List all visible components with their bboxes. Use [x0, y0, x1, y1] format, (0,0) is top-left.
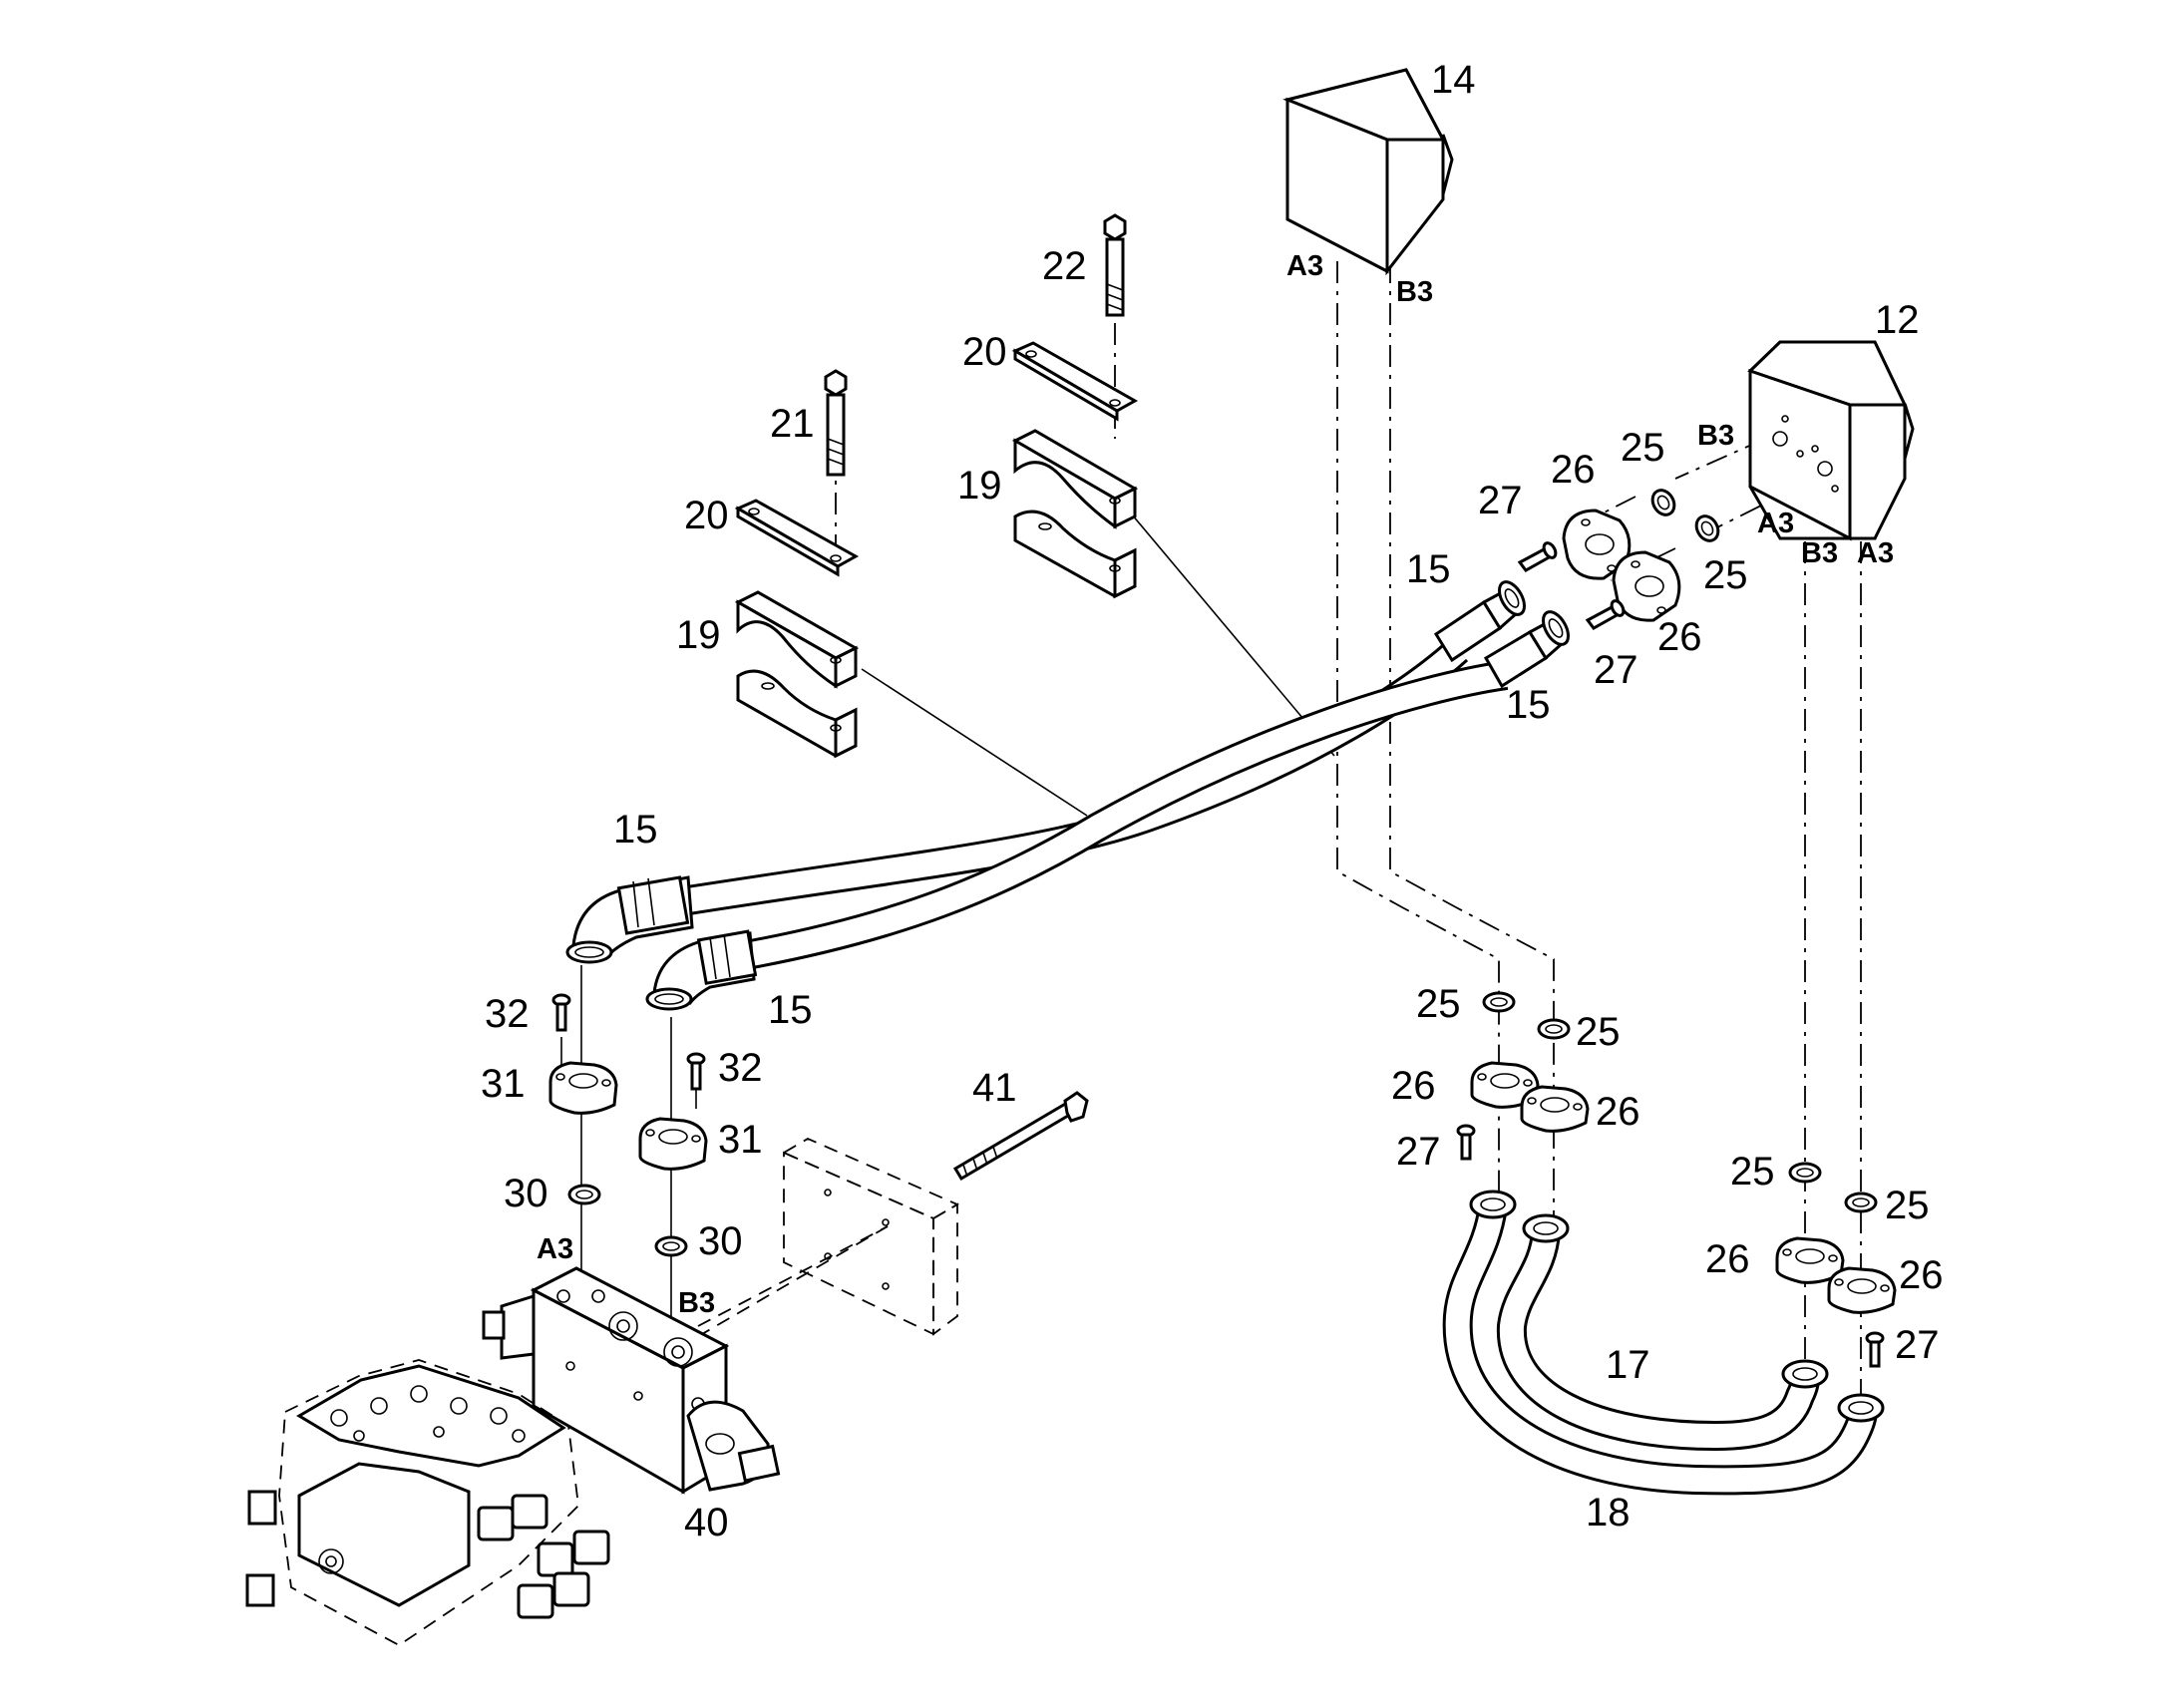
- label-40: 40: [684, 1501, 729, 1544]
- port-box14-b3: B3: [1396, 276, 1433, 308]
- label-17: 17: [1606, 1343, 1650, 1387]
- hose-17: [1496, 1213, 1829, 1452]
- hose-15-upper: [685, 638, 1469, 915]
- bolt-22: [1103, 213, 1127, 317]
- screw-27-c: [1456, 1124, 1476, 1161]
- label-30-a: 30: [504, 1172, 548, 1215]
- port-valve-a3: A3: [537, 1233, 573, 1265]
- label-15-lower-left: 15: [768, 988, 813, 1032]
- label-14: 14: [1431, 58, 1476, 102]
- label-27-c: 27: [1396, 1130, 1441, 1174]
- label-18: 18: [1586, 1491, 1631, 1535]
- label-22: 22: [1042, 244, 1087, 288]
- hose-15-right-fitting-lower: [1483, 610, 1570, 689]
- plate-20-left: [734, 499, 860, 577]
- flange-26-e: [1775, 1236, 1845, 1284]
- bolt-41: [952, 1091, 1089, 1182]
- label-31-a: 31: [481, 1062, 526, 1106]
- screw-32-b: [686, 1052, 706, 1091]
- label-27-a: 27: [1478, 479, 1523, 522]
- flange-26-f: [1827, 1266, 1897, 1314]
- oring-30-a: [567, 1184, 601, 1205]
- port-box12-b3-bottom: B3: [1801, 537, 1838, 569]
- label-15-upper-left: 15: [613, 808, 658, 852]
- control-block: [245, 1359, 610, 1647]
- label-25-f: 25: [1885, 1184, 1930, 1227]
- label-15-lower-right: 15: [1506, 683, 1551, 727]
- oring-25-b: [1694, 514, 1720, 542]
- hose-18: [1442, 1190, 1885, 1496]
- label-25-e: 25: [1730, 1150, 1775, 1194]
- port-box12-a3-mid: A3: [1757, 508, 1794, 539]
- port-box12-b3-top: B3: [1697, 420, 1734, 452]
- bolt-21: [824, 369, 848, 477]
- label-26-d: 26: [1596, 1090, 1640, 1134]
- port-valve-b3: B3: [678, 1287, 715, 1319]
- oring-25-f: [1844, 1192, 1878, 1213]
- leader-lines: [560, 239, 1862, 1408]
- screw-32-a: [551, 993, 571, 1032]
- oring-25-a: [1650, 489, 1676, 516]
- port-box14-a3: A3: [1286, 250, 1323, 282]
- oring-30-b: [654, 1235, 688, 1257]
- flange-31-a: [548, 1061, 618, 1115]
- part-labels: 14 12 22 20 19 21 20 19 15 15 15 15 26 2…: [481, 58, 1944, 1544]
- valve-40: [482, 1266, 781, 1495]
- hose-15-left-fitting-lower: [645, 929, 758, 1011]
- dashed-block: [782, 1137, 959, 1336]
- label-25-b: 25: [1703, 553, 1748, 597]
- label-26-e: 26: [1705, 1237, 1750, 1281]
- label-19-left: 19: [676, 613, 721, 657]
- label-15-upper-right: 15: [1406, 547, 1451, 591]
- label-20-top: 20: [962, 330, 1007, 374]
- label-26-a: 26: [1551, 448, 1596, 492]
- plate-20-top: [1011, 341, 1139, 422]
- label-12: 12: [1875, 298, 1920, 342]
- screw-27-d: [1865, 1331, 1885, 1368]
- flange-26-b: [1612, 550, 1681, 622]
- clamp-19-top: [1011, 429, 1139, 599]
- clamp-19-left: [734, 590, 860, 759]
- label-41: 41: [972, 1066, 1017, 1110]
- port-labels: A3 B3 B3 A3 B3 A3 A3 B3: [537, 250, 1894, 1319]
- label-25-a: 25: [1621, 426, 1665, 470]
- label-32-b: 32: [718, 1046, 763, 1090]
- label-25-d: 25: [1576, 1010, 1621, 1054]
- box-14: [1282, 68, 1454, 276]
- oring-25-d: [1537, 1018, 1571, 1040]
- hose-15-right-fitting-upper: [1433, 580, 1526, 663]
- flange-26-d: [1520, 1085, 1590, 1133]
- box-12: [1747, 340, 1915, 541]
- oring-25-c: [1482, 991, 1516, 1013]
- label-26-f: 26: [1899, 1253, 1944, 1297]
- label-25-c: 25: [1416, 982, 1461, 1026]
- hose-15-lower: [743, 660, 1509, 970]
- oring-25-e: [1788, 1162, 1822, 1184]
- label-30-b: 30: [698, 1219, 743, 1263]
- label-19-top: 19: [957, 464, 1002, 508]
- hose-15-left-fitting-upper: [565, 875, 694, 964]
- label-31-b: 31: [718, 1118, 763, 1162]
- label-27-d: 27: [1895, 1323, 1940, 1367]
- port-box12-a3-bottom: A3: [1857, 537, 1894, 569]
- flange-31-b: [638, 1117, 708, 1171]
- label-20-left: 20: [684, 494, 729, 537]
- label-26-c: 26: [1391, 1064, 1436, 1108]
- flange-26-a: [1562, 509, 1632, 580]
- label-26-b: 26: [1657, 615, 1702, 659]
- label-32-a: 32: [485, 992, 530, 1036]
- screw-27-b: [1585, 599, 1626, 630]
- screw-27-a: [1517, 541, 1558, 572]
- label-27-b: 27: [1594, 648, 1638, 692]
- label-21: 21: [770, 402, 815, 446]
